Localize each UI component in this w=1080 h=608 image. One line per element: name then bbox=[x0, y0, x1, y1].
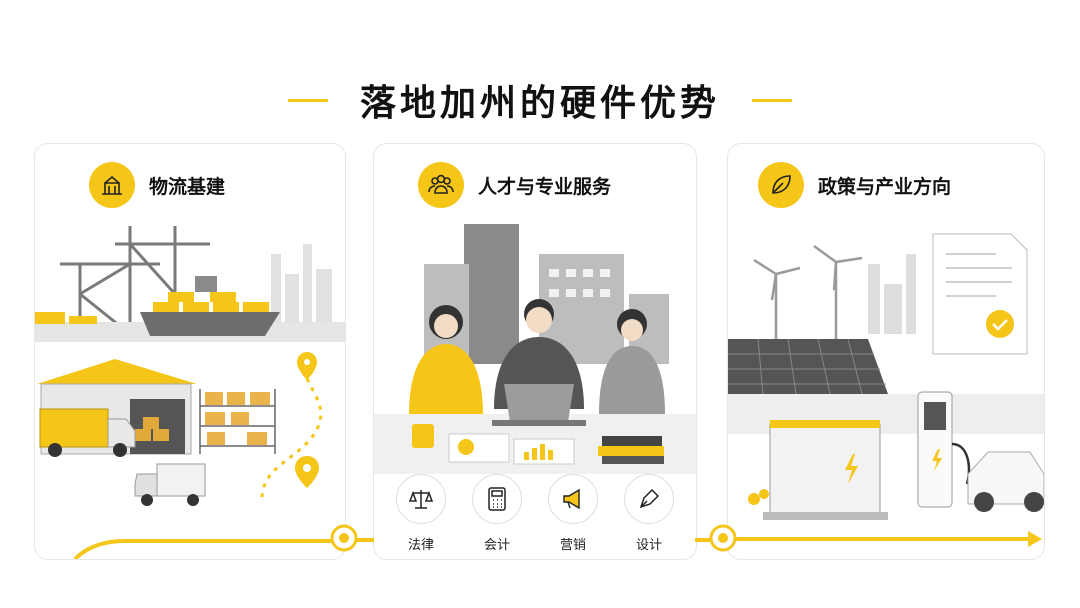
service-design[interactable]: 设计 bbox=[621, 474, 677, 553]
crane-icon bbox=[89, 162, 135, 208]
card-policy-title: 政策与产业方向 bbox=[818, 175, 952, 198]
service-legal[interactable]: 法律 bbox=[393, 474, 449, 553]
title-right-rule bbox=[752, 98, 792, 102]
meeting-illustration bbox=[374, 224, 696, 474]
leaf-icon bbox=[758, 162, 804, 208]
card-talent-title: 人才与专业服务 bbox=[478, 175, 612, 198]
service-marketing-label: 营销 bbox=[559, 538, 586, 553]
service-legal-label: 法律 bbox=[407, 538, 434, 553]
megaphone-icon bbox=[548, 474, 598, 524]
card-talent: 人才与专业服务 bbox=[373, 143, 697, 560]
card-logistics-title: 物流基建 bbox=[149, 175, 226, 198]
page-title: 落地加州的硬件优势 bbox=[359, 83, 720, 124]
logistics-illustration bbox=[35, 226, 345, 559]
service-design-label: 设计 bbox=[635, 538, 662, 553]
energy-illustration bbox=[728, 233, 1044, 547]
card-talent-header: 人才与专业服务 bbox=[418, 162, 696, 208]
card-policy: 政策与产业方向 bbox=[727, 143, 1045, 560]
page-header: 落地加州的硬件优势 bbox=[0, 70, 1080, 130]
people-icon bbox=[418, 162, 464, 208]
scale-icon bbox=[396, 474, 446, 524]
calculator-icon bbox=[472, 474, 522, 524]
card-policy-header: 政策与产业方向 bbox=[758, 162, 1044, 208]
title-left-rule bbox=[287, 98, 328, 102]
pen-icon bbox=[624, 474, 674, 524]
card-logistics: 物流基建 bbox=[34, 143, 346, 560]
service-marketing[interactable]: 营销 bbox=[545, 474, 601, 553]
service-accounting[interactable]: 会计 bbox=[469, 474, 525, 553]
services-row: 法律 会计 营销 设计 bbox=[374, 474, 696, 553]
card-logistics-header: 物流基建 bbox=[89, 162, 345, 208]
service-accounting-label: 会计 bbox=[483, 538, 510, 553]
